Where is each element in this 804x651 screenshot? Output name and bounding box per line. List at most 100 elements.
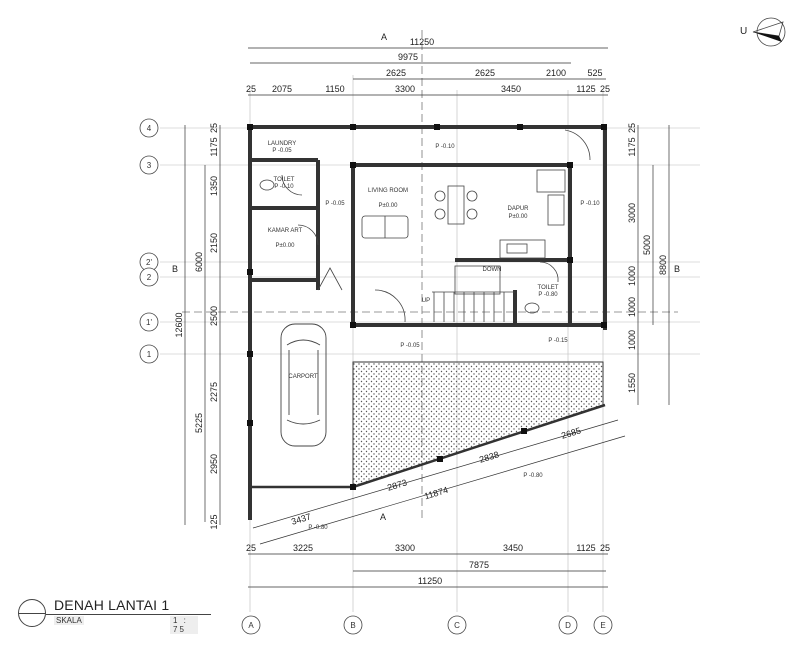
diagonal-dimension-lines bbox=[252, 419, 626, 545]
svg-text:1000: 1000 bbox=[627, 330, 637, 350]
svg-text:1175: 1175 bbox=[209, 137, 219, 156]
svg-text:2838: 2838 bbox=[478, 449, 500, 464]
svg-text:TOILET: TOILET bbox=[538, 285, 559, 291]
svg-text:LIVING ROOM: LIVING ROOM bbox=[368, 188, 408, 194]
compass-icon bbox=[752, 17, 786, 47]
section-marker-b-left: B bbox=[172, 264, 178, 274]
svg-text:2625: 2625 bbox=[386, 68, 406, 78]
svg-text:2075: 2075 bbox=[272, 84, 292, 94]
title-underline bbox=[46, 614, 211, 615]
scale-value: 1 : 75 bbox=[170, 616, 198, 634]
svg-text:2275: 2275 bbox=[209, 382, 219, 402]
svg-text:11250: 11250 bbox=[410, 37, 434, 47]
svg-text:9975: 9975 bbox=[398, 52, 418, 62]
svg-text:25: 25 bbox=[627, 123, 637, 133]
svg-text:1: 1 bbox=[147, 350, 152, 359]
svg-text:525: 525 bbox=[587, 68, 602, 78]
svg-text:1150: 1150 bbox=[325, 84, 344, 94]
bottom-dimension-text: 25 3225 3300 3450 1125 25 7875 11250 bbox=[246, 543, 610, 586]
svg-text:3300: 3300 bbox=[395, 543, 415, 553]
svg-text:P -0.80: P -0.80 bbox=[523, 473, 543, 479]
svg-text:P -0.05: P -0.05 bbox=[272, 148, 292, 154]
svg-text:1175: 1175 bbox=[627, 137, 637, 156]
svg-text:3450: 3450 bbox=[503, 543, 523, 553]
svg-text:1125: 1125 bbox=[576, 84, 595, 94]
grid-lines bbox=[160, 75, 700, 612]
grid-labels-rows: 4 3 2' 2 1' 1 bbox=[146, 124, 152, 359]
svg-text:2100: 2100 bbox=[546, 68, 566, 78]
drawing-title-block: DENAH LANTAI 1 SKALA 1 : 75 bbox=[18, 597, 211, 634]
garden-area bbox=[352, 361, 604, 488]
top-dimension-text: 11250 9975 2625 2625 2100 525 25 2075 11… bbox=[246, 37, 610, 94]
svg-text:2500: 2500 bbox=[209, 306, 219, 326]
svg-text:3300: 3300 bbox=[395, 84, 415, 94]
right-dimension-lines bbox=[637, 125, 670, 405]
grid-bubbles-rows bbox=[139, 118, 159, 364]
svg-text:5000: 5000 bbox=[642, 235, 652, 255]
svg-text:5225: 5225 bbox=[194, 413, 204, 433]
svg-text:D: D bbox=[565, 621, 571, 630]
svg-text:P -0.80: P -0.80 bbox=[538, 292, 558, 298]
svg-text:CARPORT: CARPORT bbox=[288, 374, 318, 380]
room-labels: LAUNDRY P -0.05 TOILET P -0.10 KAMAR ART… bbox=[268, 141, 601, 531]
right-dimension-text: 8800 5000 25 1175 3000 1000 1000 1000 15… bbox=[627, 123, 668, 393]
walls bbox=[248, 125, 607, 520]
svg-text:3000: 3000 bbox=[627, 203, 637, 223]
svg-text:2950: 2950 bbox=[209, 454, 219, 474]
svg-text:UP: UP bbox=[422, 298, 430, 304]
drawing-title: DENAH LANTAI 1 bbox=[54, 597, 170, 613]
top-dimension-lines bbox=[248, 47, 608, 96]
svg-text:B: B bbox=[350, 621, 355, 630]
svg-text:A: A bbox=[248, 621, 254, 630]
svg-text:E: E bbox=[600, 621, 605, 630]
section-marker-a-bottom: A bbox=[380, 512, 386, 522]
stairs bbox=[432, 291, 515, 322]
svg-text:P -0.15: P -0.15 bbox=[548, 338, 568, 344]
svg-text:2685: 2685 bbox=[560, 425, 582, 440]
svg-text:C: C bbox=[454, 621, 460, 630]
left-dimension-text: 12600 6000 5225 25 1175 1350 2150 2500 2… bbox=[174, 123, 219, 530]
grid-labels-columns: A B C D E bbox=[248, 621, 605, 630]
svg-text:11874: 11874 bbox=[423, 485, 449, 502]
furniture bbox=[259, 129, 591, 323]
bottom-dimension-lines bbox=[248, 553, 608, 588]
svg-text:DOWN: DOWN bbox=[483, 267, 502, 273]
svg-text:P -0.10: P -0.10 bbox=[435, 144, 455, 150]
svg-text:P -0.05: P -0.05 bbox=[325, 201, 345, 207]
grid-bubbles-columns bbox=[241, 615, 613, 635]
car-icon bbox=[280, 323, 327, 447]
svg-text:7875: 7875 bbox=[469, 560, 489, 570]
svg-text:2': 2' bbox=[146, 258, 152, 267]
svg-text:3225: 3225 bbox=[293, 543, 313, 553]
svg-text:25: 25 bbox=[246, 543, 256, 553]
svg-text:P±0.00: P±0.00 bbox=[276, 243, 296, 249]
section-marker-a-top: A bbox=[381, 32, 387, 42]
svg-text:8800: 8800 bbox=[658, 255, 668, 275]
svg-text:125: 125 bbox=[209, 514, 219, 529]
svg-text:P -0.10: P -0.10 bbox=[274, 184, 294, 190]
svg-text:LAUNDRY: LAUNDRY bbox=[268, 141, 297, 147]
svg-text:P -0.10: P -0.10 bbox=[580, 201, 600, 207]
svg-text:3: 3 bbox=[147, 161, 152, 170]
svg-text:4: 4 bbox=[147, 124, 152, 133]
svg-text:6000: 6000 bbox=[194, 252, 204, 272]
svg-text:P -0.05: P -0.05 bbox=[400, 343, 420, 349]
svg-text:1350: 1350 bbox=[209, 176, 219, 196]
svg-text:25: 25 bbox=[246, 84, 256, 94]
scale-label: SKALA bbox=[54, 616, 84, 625]
svg-text:2873: 2873 bbox=[386, 477, 408, 492]
columns bbox=[247, 124, 607, 490]
svg-text:P±0.00: P±0.00 bbox=[379, 203, 399, 209]
svg-text:P -0.80: P -0.80 bbox=[308, 525, 328, 531]
svg-text:3450: 3450 bbox=[501, 84, 521, 94]
svg-text:25: 25 bbox=[600, 84, 610, 94]
svg-text:25: 25 bbox=[600, 543, 610, 553]
svg-text:25: 25 bbox=[209, 123, 219, 133]
svg-text:12600: 12600 bbox=[174, 312, 184, 337]
svg-text:1550: 1550 bbox=[627, 373, 637, 393]
svg-text:KAMAR ART: KAMAR ART bbox=[268, 228, 303, 234]
svg-text:11250: 11250 bbox=[418, 576, 442, 586]
left-dimension-lines bbox=[184, 125, 221, 525]
svg-text:1125: 1125 bbox=[576, 543, 595, 553]
